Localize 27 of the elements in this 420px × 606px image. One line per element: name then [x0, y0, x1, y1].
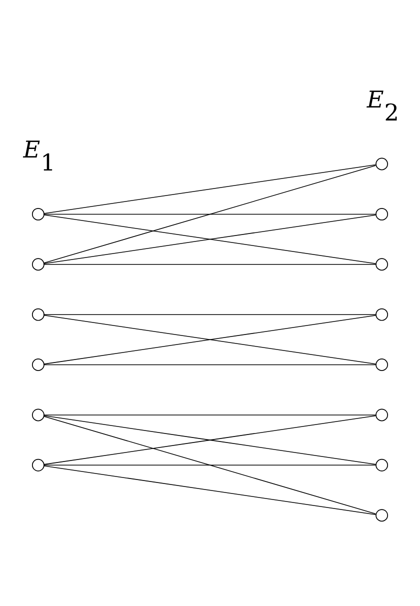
- connector: [44, 314, 376, 315]
- node-circle: [376, 208, 388, 220]
- node-circle: [32, 408, 44, 422]
- connector: [44, 214, 376, 264]
- connector: [44, 464, 376, 466]
- node-circle: [32, 458, 44, 472]
- node-circle: [376, 358, 388, 371]
- connector: [44, 415, 376, 465]
- node-circle: [32, 358, 44, 371]
- node-circle: [32, 308, 44, 321]
- node-circle: [376, 408, 388, 422]
- connector: [44, 416, 376, 514]
- node-circle: [376, 458, 388, 472]
- node-circle: [376, 509, 388, 522]
- connector: [44, 214, 376, 215]
- connector: [44, 414, 376, 416]
- connector: [44, 465, 376, 515]
- connector: [44, 165, 376, 264]
- connector: [44, 164, 376, 214]
- node-circle: [32, 258, 44, 271]
- connector: [44, 364, 376, 366]
- node-circle: [376, 258, 388, 271]
- node-circle: [376, 308, 388, 321]
- connector: [44, 314, 376, 364]
- connector: [44, 264, 376, 265]
- node-circle: [32, 208, 44, 220]
- node-circle: [376, 158, 388, 170]
